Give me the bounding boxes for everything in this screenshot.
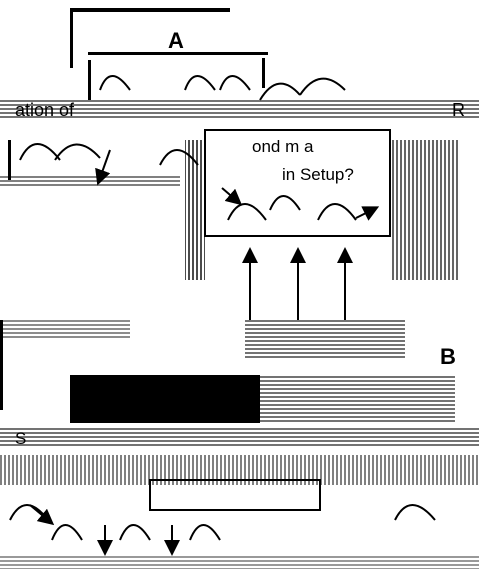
panel-a-frame-top bbox=[70, 8, 230, 12]
fragment-top-right: R bbox=[452, 100, 465, 120]
question-line-2: in Setup? bbox=[282, 165, 354, 184]
text-band-1: ation of R bbox=[0, 100, 479, 120]
panel-b-title-bar bbox=[70, 375, 260, 423]
setup-question-box: ond m a in Setup? bbox=[185, 129, 460, 280]
text-band-2: S bbox=[0, 428, 479, 485]
loop-row-bottom bbox=[0, 504, 479, 569]
panel-a-label: A bbox=[168, 28, 184, 53]
panel-a-rule bbox=[88, 52, 268, 55]
question-line-1: ond m a bbox=[252, 137, 314, 156]
panel-b: B S bbox=[0, 320, 479, 569]
panel-b-label: B bbox=[440, 344, 456, 369]
upward-arrows bbox=[242, 247, 405, 360]
loop-row-left bbox=[0, 140, 199, 187]
panel-a-frame-left bbox=[70, 8, 73, 68]
fragment-lower: S bbox=[15, 429, 26, 448]
loop-row-top bbox=[88, 58, 346, 101]
panel-b-frame-left bbox=[0, 320, 3, 410]
panel-b-inner-box bbox=[149, 479, 321, 511]
panel-a: A ation of R bbox=[0, 8, 479, 360]
fragment-top-left: ation of bbox=[15, 100, 75, 120]
